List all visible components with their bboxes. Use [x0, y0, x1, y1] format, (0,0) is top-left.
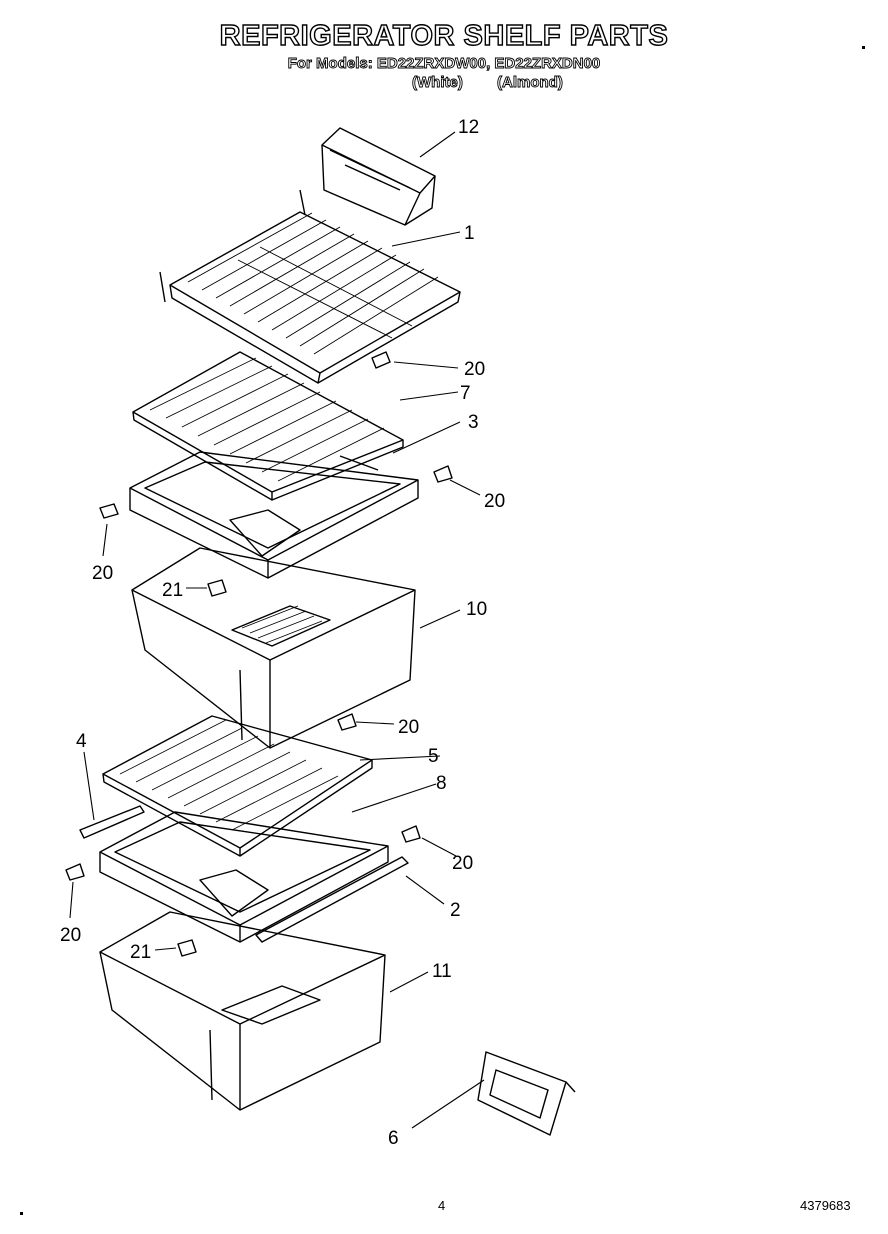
callout-3: 3 [468, 412, 479, 433]
part-1-wire-shelf [159, 189, 461, 384]
part-12-bin [321, 127, 436, 226]
callout-12: 12 [458, 117, 479, 138]
part-5-glass-shelf [102, 715, 373, 857]
callout-21: 21 [162, 580, 183, 601]
variant-white: (White) [412, 74, 464, 92]
part-6-insert [477, 1051, 576, 1136]
callout-20: 20 [484, 491, 505, 512]
part-20-clip-c [99, 503, 119, 519]
document-number: 4379683 [800, 1198, 851, 1213]
variant-almond: (Almond) [497, 74, 564, 92]
part-2-rail [255, 856, 409, 943]
part-7-glass-shelf [132, 351, 404, 501]
callout-21: 21 [130, 942, 151, 963]
registration-mark-bottom [20, 1212, 23, 1215]
page-title: REFRIGERATOR SHELF PARTS [219, 19, 669, 52]
callout-11: 11 [432, 961, 452, 982]
part-20-clip-a [371, 351, 391, 369]
part-10-crisper-drawer [131, 547, 416, 749]
color-variants: (White) (Almond) [412, 74, 564, 92]
registration-mark-top [862, 46, 865, 49]
part-20-clip-f [65, 863, 85, 881]
callout-6: 6 [388, 1128, 399, 1149]
part-21-clip-a [207, 579, 227, 597]
part-3-crisper-frame [129, 451, 419, 579]
callout-1: 1 [464, 223, 475, 244]
part-20-clip-b [433, 465, 453, 483]
callout-20: 20 [398, 717, 419, 738]
models-line: For Models: ED22ZRXDW00, ED22ZRXDN00 [287, 55, 601, 73]
callout-20: 20 [60, 925, 81, 946]
part-20-clip-e [401, 825, 421, 843]
callout-2: 2 [450, 900, 461, 921]
callout-20: 20 [464, 359, 485, 380]
part-8-crisper-frame [99, 811, 389, 943]
callout-10: 10 [466, 599, 487, 620]
part-20-clip-d [337, 713, 357, 731]
callout-7: 7 [460, 383, 471, 404]
callout-20: 20 [452, 853, 473, 874]
part-21-clip-b [177, 939, 197, 957]
callout-4: 4 [76, 731, 87, 752]
leader-lines [69, 131, 485, 1129]
part-4-rail [79, 805, 145, 839]
callout-5: 5 [428, 746, 439, 767]
callout-8: 8 [436, 773, 447, 794]
page-number: 4 [438, 1198, 446, 1213]
part-11-crisper-drawer [99, 911, 386, 1111]
callout-20: 20 [92, 563, 113, 584]
